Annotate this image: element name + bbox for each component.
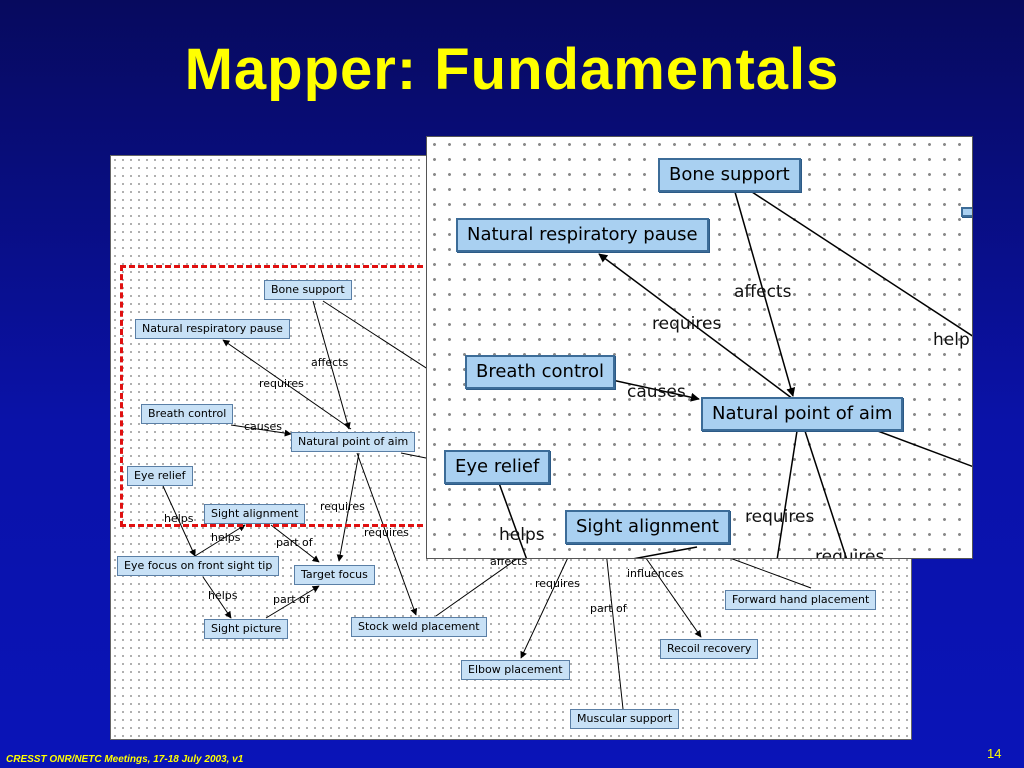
link-label-requires: requires xyxy=(364,526,409,539)
link-label-requires: requires xyxy=(259,377,304,390)
node-sight-alignment[interactable]: Sight alignment xyxy=(204,504,306,524)
zoom-link-label-helps-partial: help xyxy=(933,330,970,350)
link-focus-picture xyxy=(202,576,232,619)
node-eye-relief[interactable]: Eye relief xyxy=(127,466,193,486)
zoom-node-sight-alignment[interactable]: Sight alignment xyxy=(565,510,730,544)
link-label-helps: helps xyxy=(208,589,238,602)
node-natural-point-of-aim[interactable]: Natural point of aim xyxy=(291,432,416,452)
zoom-link-label-causes: causes xyxy=(627,382,686,402)
zoomed-inset: Bone support Natural respiratory pause B… xyxy=(426,136,973,559)
link-focus-sight xyxy=(194,524,246,557)
link-eyerelief-focus xyxy=(162,485,196,557)
slide-footer: CRESST ONR/NETC Meetings, 17-18 July 200… xyxy=(6,754,244,765)
node-bone-support[interactable]: Bone support xyxy=(264,280,352,300)
zlink-npa-nrp xyxy=(598,253,794,400)
zlink-bone-npa xyxy=(734,191,796,397)
zlink-eyerelief-down xyxy=(498,482,528,558)
zoom-node-breath-control[interactable]: Breath control xyxy=(465,355,616,389)
zlink-bone-right xyxy=(751,191,972,337)
link-label-requires: requires xyxy=(320,500,365,513)
link-label-part-of: part of xyxy=(273,593,310,606)
zoomed-links xyxy=(498,191,972,558)
zoom-node-bone-support[interactable]: Bone support xyxy=(658,158,801,192)
link-npa-nrp xyxy=(222,339,352,430)
zlink-npa-down2 xyxy=(804,430,848,558)
zlink-breath-npa xyxy=(611,379,700,402)
link-label-helps: helps xyxy=(164,512,194,525)
zoom-link-label-requires: requires xyxy=(652,314,722,334)
node-recoil-recovery[interactable]: Recoil recovery xyxy=(660,639,759,659)
node-forward-hand-placement[interactable]: Forward hand placement xyxy=(725,590,877,610)
node-stock-weld-placement[interactable]: Stock weld placement xyxy=(351,617,487,637)
link-bone-npa xyxy=(312,300,351,430)
link-npa-stock xyxy=(356,452,418,616)
link-up-muscular xyxy=(605,550,624,710)
link-label-part-of: part of xyxy=(590,602,627,615)
zlink-npa-right xyxy=(866,426,972,468)
node-breath-control[interactable]: Breath control xyxy=(141,404,234,424)
link-up-recoil xyxy=(640,550,702,638)
link-sight-target xyxy=(270,524,320,563)
concept-map-links xyxy=(162,300,812,710)
zoom-link-label-requires: requires xyxy=(745,507,815,527)
link-label-requires: requires xyxy=(535,577,580,590)
zlink-npa-down1 xyxy=(776,430,798,558)
slide-title: Mapper: Fundamentals xyxy=(184,37,840,102)
node-elbow-placement[interactable]: Elbow placement xyxy=(461,660,570,680)
zoom-node-natural-respiratory-pause[interactable]: Natural respiratory pause xyxy=(456,218,709,252)
link-label-part-of: part of xyxy=(276,536,313,549)
zoom-link-label-requires: requires xyxy=(815,547,885,559)
node-natural-respiratory-pause[interactable]: Natural respiratory pause xyxy=(135,319,290,339)
link-label-helps: helps xyxy=(211,531,241,544)
zoom-link-label-affects: affects xyxy=(734,282,792,302)
zoom-node-natural-point-of-aim[interactable]: Natural point of aim xyxy=(701,397,904,431)
node-sight-picture[interactable]: Sight picture xyxy=(204,619,289,639)
link-picture-target xyxy=(265,585,320,619)
zoom-node-partial[interactable] xyxy=(961,207,972,217)
page-number: 14 xyxy=(987,746,1002,761)
link-up-elbow xyxy=(520,550,572,659)
link-npa-target xyxy=(336,452,360,562)
link-breath-npa xyxy=(230,424,292,437)
link-label-causes: causes xyxy=(244,420,282,433)
link-stock-up xyxy=(435,555,522,617)
zoom-link-label-helps: helps xyxy=(499,525,545,545)
zlink-sight-left xyxy=(633,546,698,558)
link-label-affects: affects xyxy=(311,356,349,369)
highlight-region xyxy=(120,265,450,527)
node-muscular-support[interactable]: Muscular support xyxy=(570,709,680,729)
node-eye-focus[interactable]: Eye focus on front sight tip xyxy=(117,556,280,576)
node-target-focus[interactable]: Target focus xyxy=(294,565,375,585)
zoom-node-eye-relief[interactable]: Eye relief xyxy=(444,450,551,484)
link-label-influences: influences xyxy=(627,567,684,580)
